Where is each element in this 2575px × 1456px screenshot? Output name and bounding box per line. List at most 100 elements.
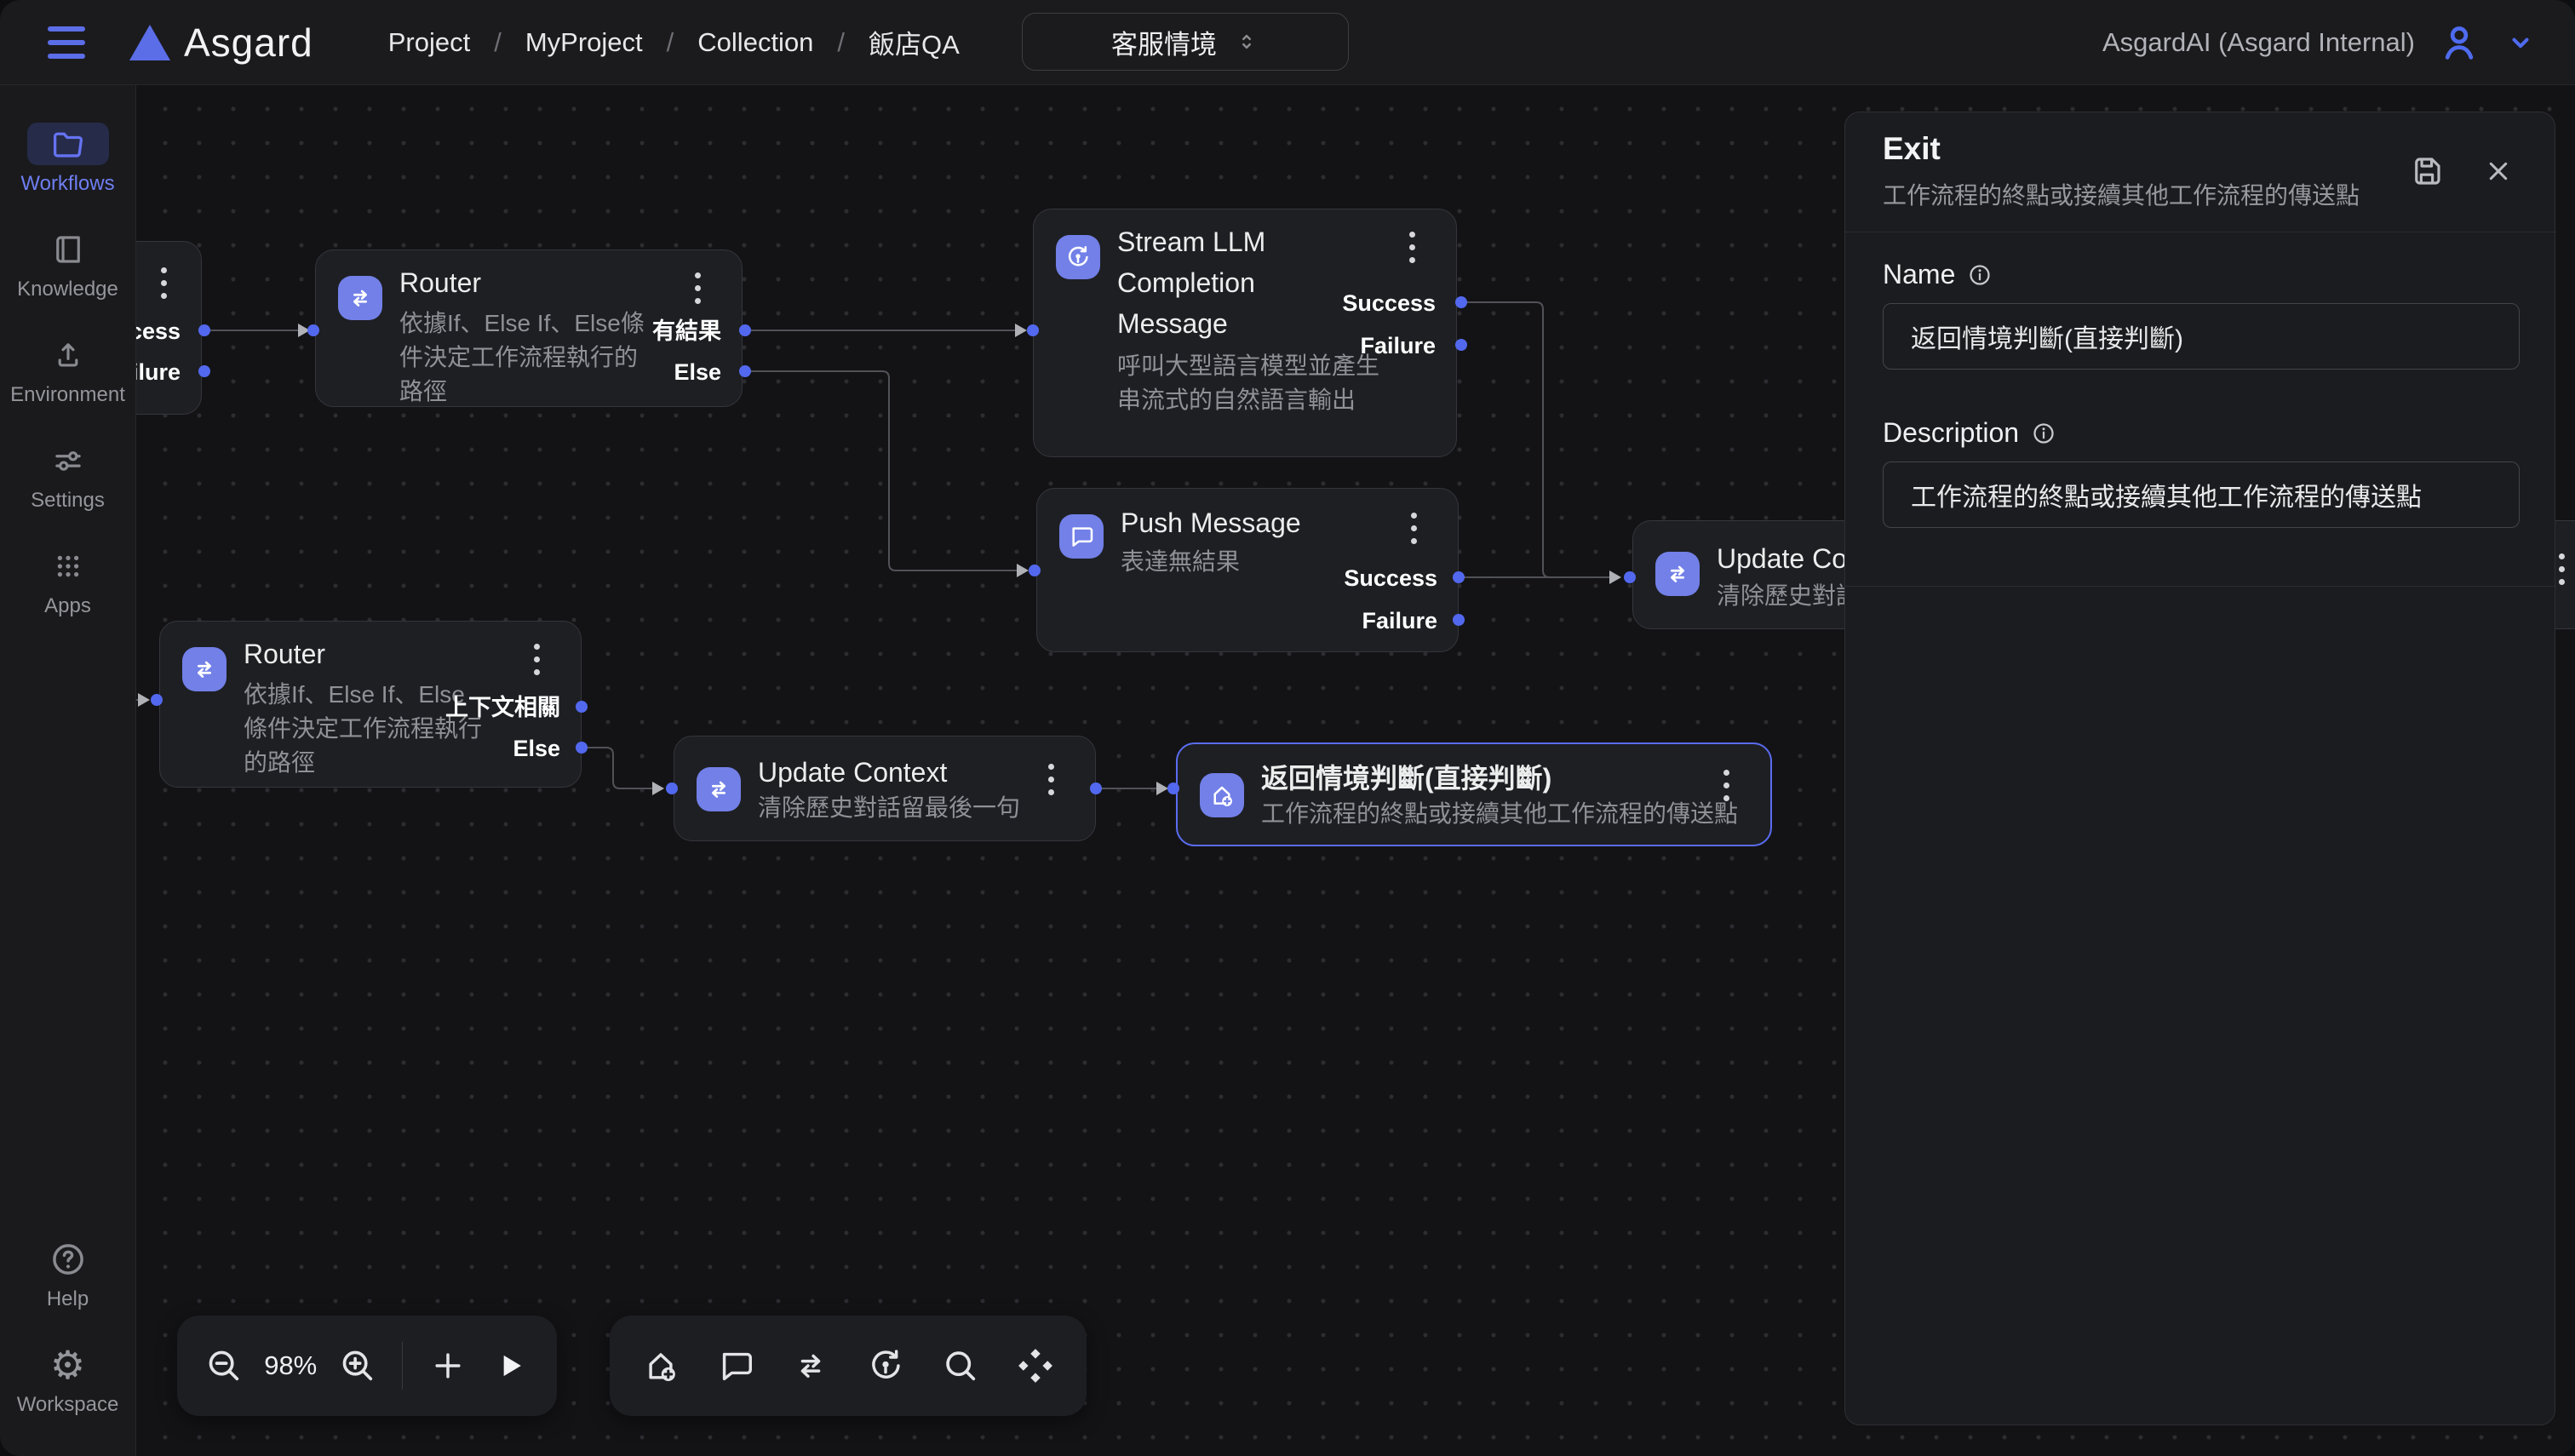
port-dot[interactable] (1455, 296, 1467, 308)
node-router-2[interactable]: Router 依據If、Else If、Else條件決定工作流程執行的路徑 上下… (159, 621, 582, 788)
wire (745, 371, 1025, 570)
node-output-port: Failure (1360, 331, 1436, 360)
wire (1461, 302, 1618, 577)
wire (582, 748, 661, 788)
breadcrumb-project[interactable]: Project (388, 27, 470, 58)
select-chevrons-icon (1234, 29, 1259, 54)
account-chevron-down-icon[interactable] (2503, 26, 2538, 60)
swap-arrows-icon (338, 276, 382, 320)
sidebar-item-settings[interactable]: Settings (0, 439, 136, 513)
port-dot[interactable] (1453, 614, 1465, 626)
app-logo-text: Asgard (184, 20, 313, 66)
node-desc: 依據If、Else If、Else條件決定工作流程執行的路徑 (399, 307, 655, 409)
sidebar-item-help[interactable]: Help (0, 1238, 136, 1311)
wire-arrowhead (1015, 324, 1027, 337)
node-exit-selected[interactable]: 返回情境判斷(直接判斷) 工作流程的終點或接續其他工作流程的傳送點 (1176, 742, 1772, 846)
port-dot[interactable] (198, 365, 210, 377)
port-dot[interactable] (739, 365, 751, 377)
node-menu-kebab-icon[interactable] (1408, 509, 1420, 547)
port-dot[interactable] (576, 701, 588, 713)
environment-selector[interactable]: 客服情境 (1022, 13, 1349, 71)
node-menu-kebab-icon[interactable] (691, 269, 704, 307)
node-menu-kebab-icon[interactable] (1406, 228, 1419, 267)
port-dot[interactable] (1453, 571, 1465, 583)
port-dot[interactable] (1090, 782, 1102, 794)
add-node-button[interactable] (416, 1330, 479, 1402)
node-router-1[interactable]: Router 依據If、Else If、Else條件決定工作流程執行的路徑 有結… (315, 249, 743, 407)
sidebar-item-environment[interactable]: Environment (0, 334, 136, 407)
account-name: AsgardAI (Asgard Internal) (2102, 27, 2415, 58)
sidebar-item-apps[interactable]: Apps (0, 545, 136, 618)
node-menu-kebab-icon[interactable] (530, 640, 543, 679)
top-bar: Asgard Project / MyProject / Collection … (0, 0, 2575, 85)
palette-search-button[interactable] (925, 1330, 996, 1402)
user-avatar-icon[interactable] (2437, 20, 2481, 65)
node-menu-kebab-icon[interactable] (2555, 550, 2568, 588)
port-dot[interactable] (198, 324, 210, 336)
sidebar-item-workflows[interactable]: Workflows (0, 123, 136, 196)
description-input[interactable] (1883, 461, 2520, 528)
port-dot[interactable] (666, 782, 678, 794)
node-title: Update Context (758, 752, 947, 793)
breadcrumb-workflow[interactable]: 飯店QA (869, 23, 960, 61)
node-output-port: Success (136, 317, 181, 346)
book-icon (50, 232, 86, 267)
node-menu-kebab-icon[interactable] (1045, 760, 1058, 799)
breadcrumb-collection[interactable]: Collection (697, 27, 813, 58)
node-hidden-left[interactable]: Success Failure (136, 241, 202, 415)
play-icon (491, 1347, 529, 1384)
port-dot[interactable] (739, 324, 751, 336)
sidebar-item-knowledge[interactable]: Knowledge (0, 228, 136, 301)
palette-arrange-button[interactable] (1000, 1330, 1071, 1402)
node-menu-kebab-icon[interactable] (1720, 766, 1733, 805)
sliders-icon (50, 443, 86, 479)
save-button[interactable] (2409, 153, 2445, 189)
hamburger-menu-icon[interactable] (48, 26, 85, 59)
search-icon (941, 1346, 980, 1385)
exit-add-icon (641, 1346, 680, 1385)
port-dot[interactable] (307, 324, 319, 336)
node-push-message[interactable]: Push Message 表達無結果 Success Failure (1036, 488, 1459, 652)
palette-router-node-button[interactable] (775, 1330, 846, 1402)
port-dot[interactable] (1027, 324, 1039, 336)
port-dot[interactable] (1455, 339, 1467, 351)
node-desc: 清除歷史對話留最後一句 (758, 791, 1020, 825)
zoom-out-button[interactable] (192, 1330, 255, 1402)
zoom-in-icon (338, 1346, 377, 1385)
palette-message-node-button[interactable] (700, 1330, 771, 1402)
node-update-context[interactable]: Update Context 清除歷史對話留最後一句 (674, 736, 1096, 841)
port-dot[interactable] (1624, 571, 1636, 583)
wire-arrowhead (1609, 570, 1621, 584)
zoom-in-button[interactable] (326, 1330, 388, 1402)
help-circle-icon (49, 1240, 88, 1279)
node-stream-llm[interactable]: Stream LLM Completion Message 呼叫大型語言模型並產… (1033, 209, 1457, 457)
close-panel-button[interactable] (2482, 155, 2515, 187)
breadcrumb-separator: / (494, 27, 502, 58)
environment-selector-value: 客服情境 (1111, 23, 1217, 61)
info-icon (2031, 421, 2056, 446)
port-dot[interactable] (151, 694, 163, 706)
apps-grid-icon (50, 548, 86, 584)
palette-llm-node-button[interactable] (850, 1330, 921, 1402)
sidebar-label-settings: Settings (31, 489, 105, 513)
llm-cycle-icon (1056, 235, 1100, 279)
folder-icon (49, 125, 87, 163)
node-desc: 表達無結果 (1121, 545, 1240, 579)
breadcrumb: Project / MyProject / Collection / 飯店QA (388, 23, 960, 61)
asgard-logo-icon (129, 25, 170, 60)
breadcrumb-myproject[interactable]: MyProject (525, 27, 643, 58)
node-desc: 工作流程的終點或接續其他工作流程的傳送點 (1261, 797, 1738, 831)
sidebar-label-help: Help (47, 1287, 89, 1311)
name-input[interactable] (1883, 303, 2520, 370)
zoom-level: 98% (255, 1350, 326, 1381)
wire-arrowhead (652, 782, 664, 795)
port-dot[interactable] (1029, 565, 1041, 576)
run-workflow-button[interactable] (479, 1330, 542, 1402)
node-title: 返回情境判斷(直接判斷) (1261, 758, 1551, 799)
account-area[interactable]: AsgardAI (Asgard Internal) (2102, 0, 2538, 85)
port-dot[interactable] (576, 742, 588, 754)
node-menu-kebab-icon[interactable] (158, 264, 170, 302)
palette-exit-node-button[interactable] (625, 1330, 697, 1402)
sidebar-item-workspace[interactable]: ⚙ Workspace (0, 1344, 136, 1417)
port-dot[interactable] (1167, 782, 1179, 794)
